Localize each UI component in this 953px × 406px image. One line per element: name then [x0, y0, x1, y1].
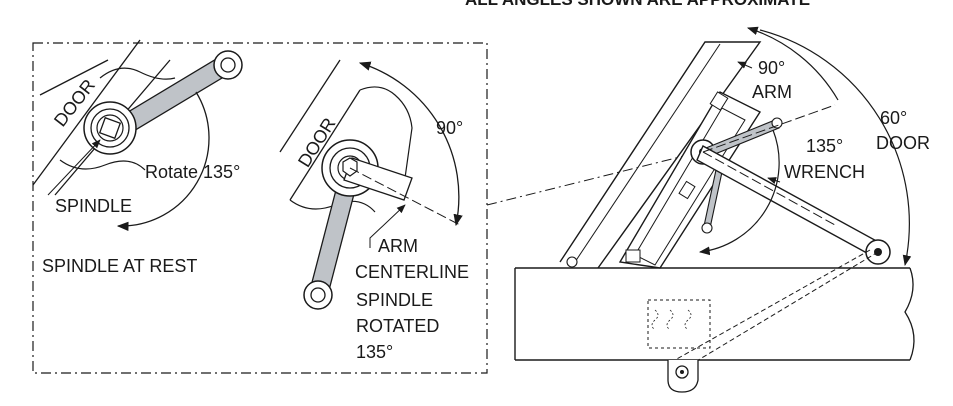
right-arm-angle: 90°	[758, 58, 786, 78]
right-door-label: DOOR	[876, 133, 930, 153]
middle-caption-line2: ROTATED	[356, 316, 440, 336]
middle-inset-drawing	[279, 59, 463, 310]
left-spindle-label: SPINDLE	[55, 196, 133, 216]
right-arm-label: ARM	[752, 82, 792, 102]
left-inset-drawing	[32, 39, 243, 232]
left-rotate-label: Rotate 135°	[145, 162, 241, 182]
right-door-angle: 60°	[880, 108, 908, 128]
left-inset-caption: SPINDLE AT REST	[42, 256, 198, 276]
right-wrench-label: WRENCH	[784, 162, 865, 182]
inset-frame	[32, 42, 488, 374]
middle-caption-line3: 135°	[356, 342, 394, 362]
right-view-drawing	[514, 26, 915, 393]
middle-arm-label: ARM	[378, 236, 418, 256]
inset-leader-line	[486, 151, 701, 206]
middle-centerline-label: CENTERLINE	[355, 262, 470, 282]
middle-angle-label: 90°	[436, 118, 464, 138]
right-wrench-angle: 135°	[806, 136, 844, 156]
header-note: ALL ANGLES SHOWN ARE APPROXIMATE	[465, 0, 810, 10]
middle-caption-line1: SPINDLE	[356, 290, 434, 310]
